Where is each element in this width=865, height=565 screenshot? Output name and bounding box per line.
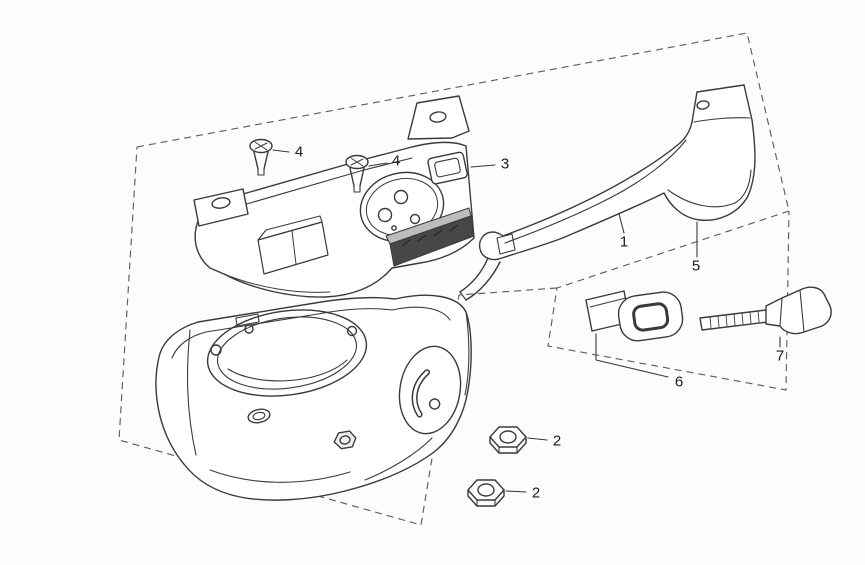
part-connecting-strap bbox=[459, 257, 501, 301]
callout-label-1: 1 bbox=[619, 233, 629, 251]
callout-label-6: 6 bbox=[674, 373, 684, 391]
part-upper-case bbox=[193, 95, 475, 298]
part-hex-nut-b bbox=[467, 479, 505, 507]
part-lower-case bbox=[155, 294, 472, 501]
callout-label-3: 3 bbox=[500, 155, 510, 173]
callout-label-7: 7 bbox=[775, 347, 785, 365]
callout-label-5: 5 bbox=[691, 257, 701, 275]
part-bracket-stay bbox=[478, 84, 756, 261]
part-screw-b bbox=[345, 154, 369, 193]
callout-leader-lines bbox=[272, 149, 781, 493]
callout-label-4a: 4 bbox=[294, 143, 304, 161]
line-art bbox=[155, 84, 832, 507]
part-grommet-ring bbox=[617, 291, 684, 342]
callout-label-2b: 2 bbox=[531, 484, 541, 502]
callout-label-2a: 2 bbox=[552, 432, 562, 450]
part-screw-a bbox=[249, 138, 273, 176]
part-wing-bolt bbox=[699, 286, 832, 335]
callout-label-4b: 4 bbox=[391, 152, 401, 170]
part-hex-nut-a bbox=[489, 426, 527, 454]
